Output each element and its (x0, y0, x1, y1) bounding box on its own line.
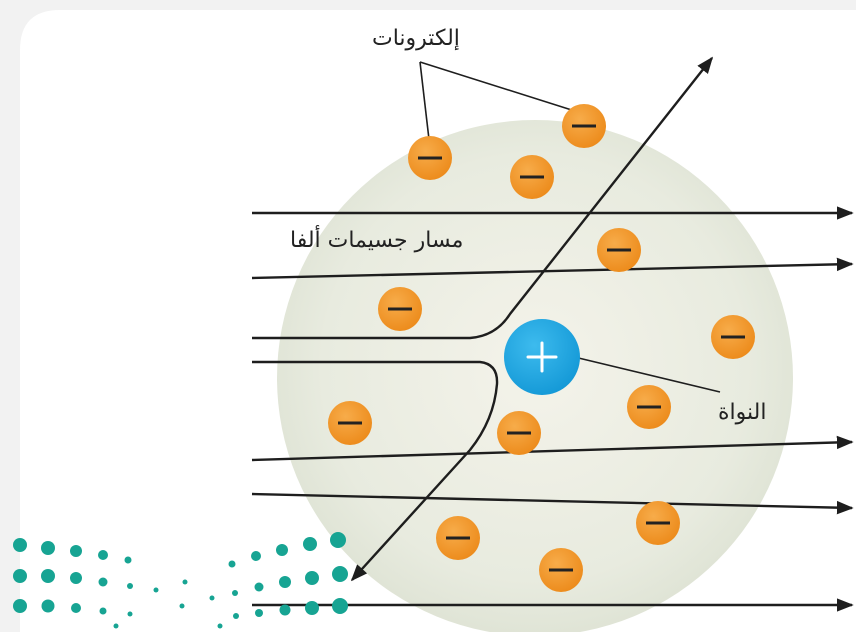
alpha-track-3 (251, 435, 854, 462)
alpha-track-deflected-down (252, 360, 499, 582)
electron-icon (510, 155, 554, 199)
electron-icon (597, 228, 641, 272)
electron-icon (711, 315, 755, 359)
nucleus-label: النواة (718, 400, 767, 425)
electron-icon (627, 385, 671, 429)
electrons-label: إلكترونات (372, 26, 460, 51)
electron-icon (328, 401, 372, 445)
alpha-track-2 (251, 257, 854, 280)
electron-icon (539, 548, 583, 592)
alpha-path-label: مسار جسيمات ألفا (290, 228, 464, 253)
electron-icon (497, 411, 541, 455)
electrons-leader-left (419, 61, 431, 149)
electrons-leader-right (419, 61, 579, 113)
electron-icon (378, 287, 422, 331)
electron-icon (562, 104, 606, 148)
electron-icon (436, 516, 480, 560)
dotted-logo-icon (13, 532, 348, 629)
alpha-track-deflected-up (252, 56, 714, 340)
nucleus-leader (565, 354, 721, 393)
electron-icon (636, 501, 680, 545)
electron-icon (408, 136, 452, 180)
nucleus-icon (504, 319, 580, 395)
alpha-track-4 (251, 492, 854, 515)
